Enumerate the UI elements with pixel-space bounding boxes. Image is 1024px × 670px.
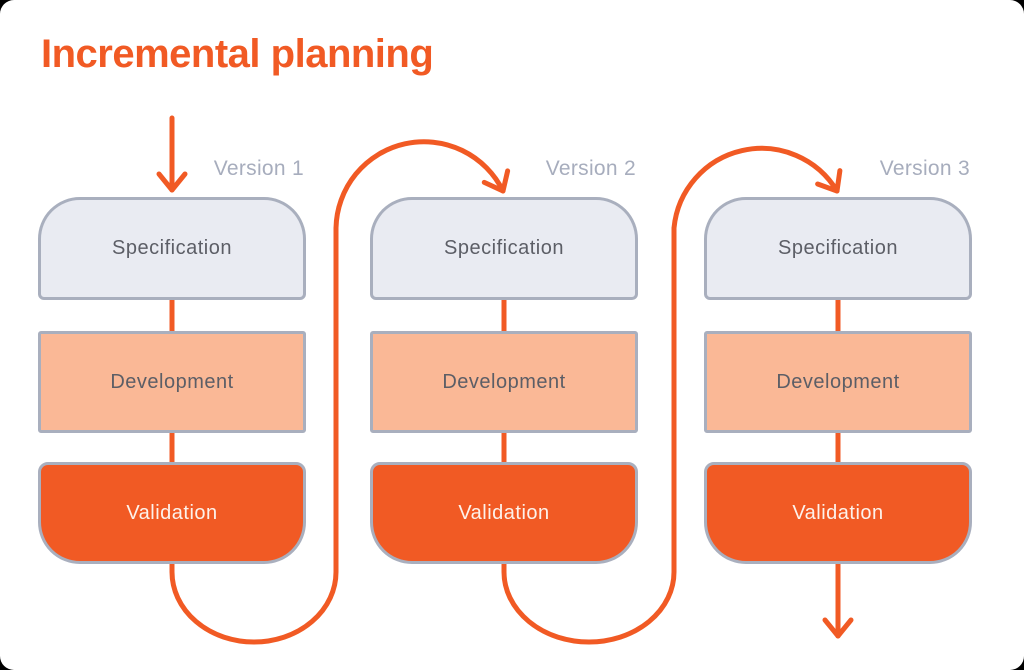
version-column-1: Version 1 Specification Development Vali… xyxy=(38,0,306,670)
stage-box-development-v2: Development xyxy=(370,331,638,433)
stage-box-validation-v2: Validation xyxy=(370,462,638,564)
version-column-2: Version 2 Specification Development Vali… xyxy=(370,0,638,670)
stage-box-specification-v3: Specification xyxy=(704,197,972,300)
stage-box-validation-v3: Validation xyxy=(704,462,972,564)
stage-box-development-v1: Development xyxy=(38,331,306,433)
page-title: Incremental planning xyxy=(41,32,434,76)
stage-box-specification-v1: Specification xyxy=(38,197,306,300)
version-column-3: Version 3 Specification Development Vali… xyxy=(704,0,972,670)
stage-box-development-v3: Development xyxy=(704,331,972,433)
version-label-3: Version 3 xyxy=(879,157,970,180)
stage-box-validation-v1: Validation xyxy=(38,462,306,564)
version-label-1: Version 1 xyxy=(213,157,304,180)
stage-box-specification-v2: Specification xyxy=(370,197,638,300)
version-label-2: Version 2 xyxy=(545,157,636,180)
